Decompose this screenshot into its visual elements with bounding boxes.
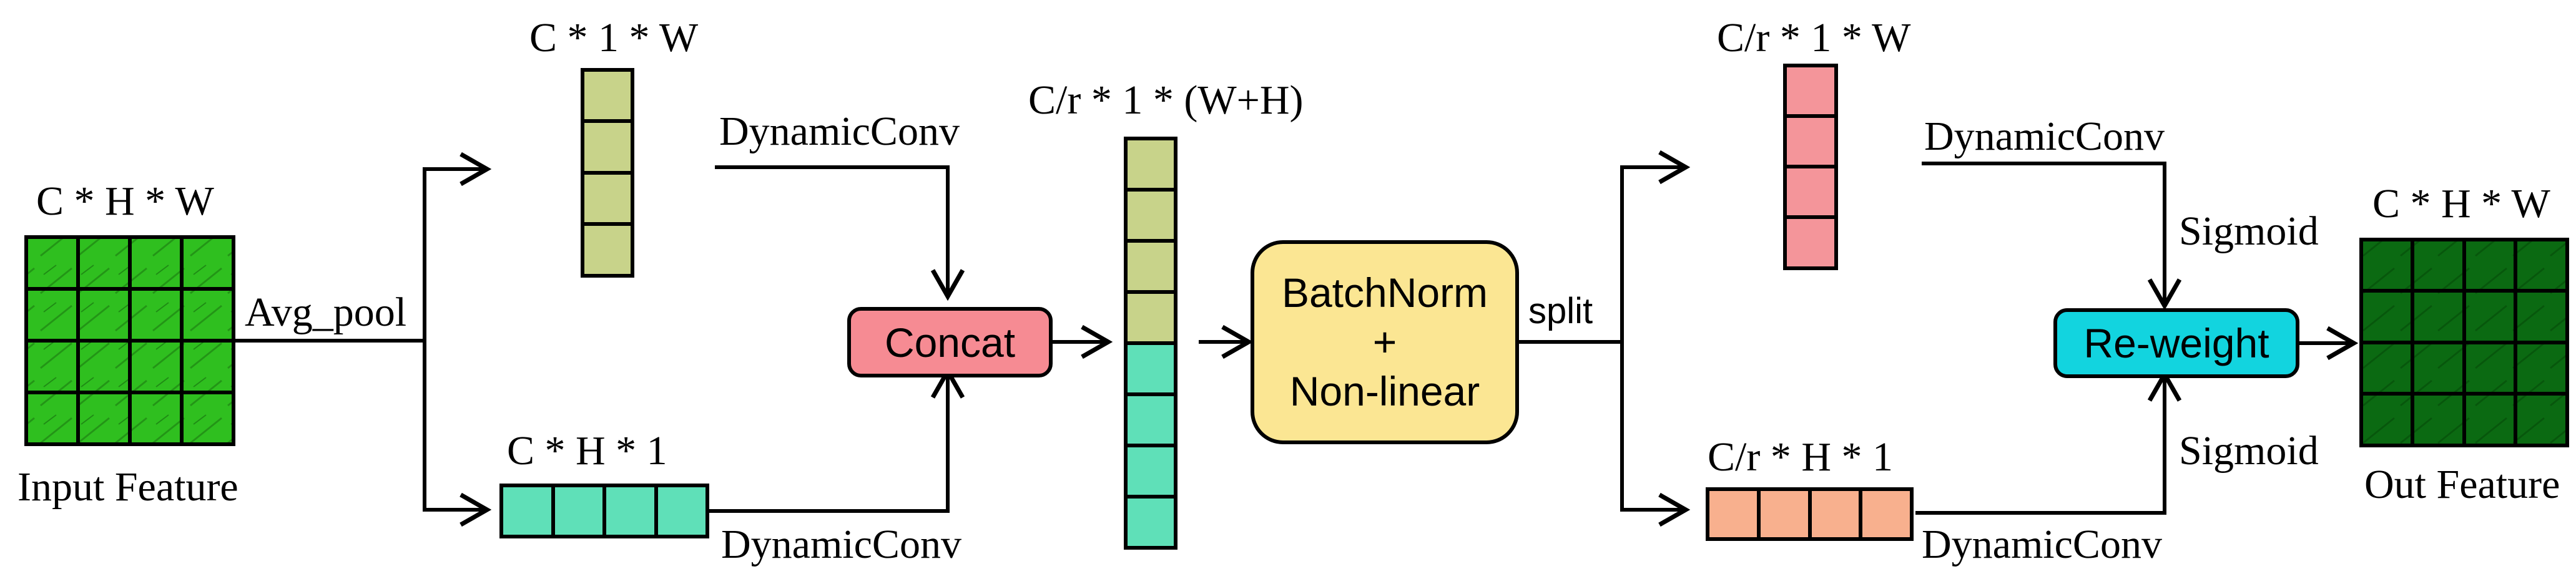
reweight-box: Re-weight [2053,308,2299,378]
split-connector [1519,150,1691,527]
sigmoid-top-label: Sigmoid [2179,208,2319,254]
concat-vector-dims-label: C/r * 1 * (W+H) [1028,77,1304,123]
top-vector-dims-label: C * 1 * W [529,15,699,61]
avg-pool-label: Avg_pool [245,289,407,335]
arrow-up-icon [707,366,965,513]
input-feature-map [24,235,235,446]
batchnorm-box: BatchNorm + Non-linear [1251,240,1519,444]
concat-label: Concat [884,319,1016,366]
dynconv-top-right-label: DynamicConv [1924,114,2165,159]
concat-box: Concat [847,307,1053,377]
output-dims-label: C * H * W [2372,181,2550,226]
arrow-up-icon [1915,369,2182,515]
bottom-vector-ch1 [499,484,709,538]
bottom-right-dims-label: C/r * H * 1 [1708,434,1893,480]
input-dims-label: C * H * W [36,178,214,224]
concat-input-connectors [707,165,1113,513]
batchnorm-label-line1: BatchNorm [1281,269,1488,316]
dynconv-bottom-right-label: DynamicConv [1922,522,2162,567]
concat-vector [1124,137,1177,550]
dynconv-bottom-left-label: DynamicConv [721,522,961,567]
arrow-down-icon [1922,162,2182,311]
batchnorm-label-line2: Non-linear [1289,368,1480,415]
arrow-down-icon [715,165,965,301]
top-right-dims-label: C/r * 1 * W [1717,15,1911,61]
reweight-input-connectors [1915,162,2359,515]
top-vector-c1w [581,68,634,278]
bottom-vector-crh1 [1706,487,1914,541]
output-caption: Out Feature [2364,462,2560,507]
batchnorm-plus: + [1372,318,1397,365]
top-vector-cr1w [1783,64,1838,270]
sigmoid-bottom-label: Sigmoid [2179,428,2319,474]
avg-pool-connector [234,152,492,527]
output-grid-lines [2359,238,2569,447]
split-label: split [1528,291,1593,331]
dynconv-top-left-label: DynamicConv [719,109,960,154]
reweight-label: Re-weight [2083,320,2269,366]
output-feature-map [2359,238,2569,447]
bottom-vector-dims-label: C * H * 1 [507,428,667,474]
input-caption: Input Feature [17,464,238,510]
